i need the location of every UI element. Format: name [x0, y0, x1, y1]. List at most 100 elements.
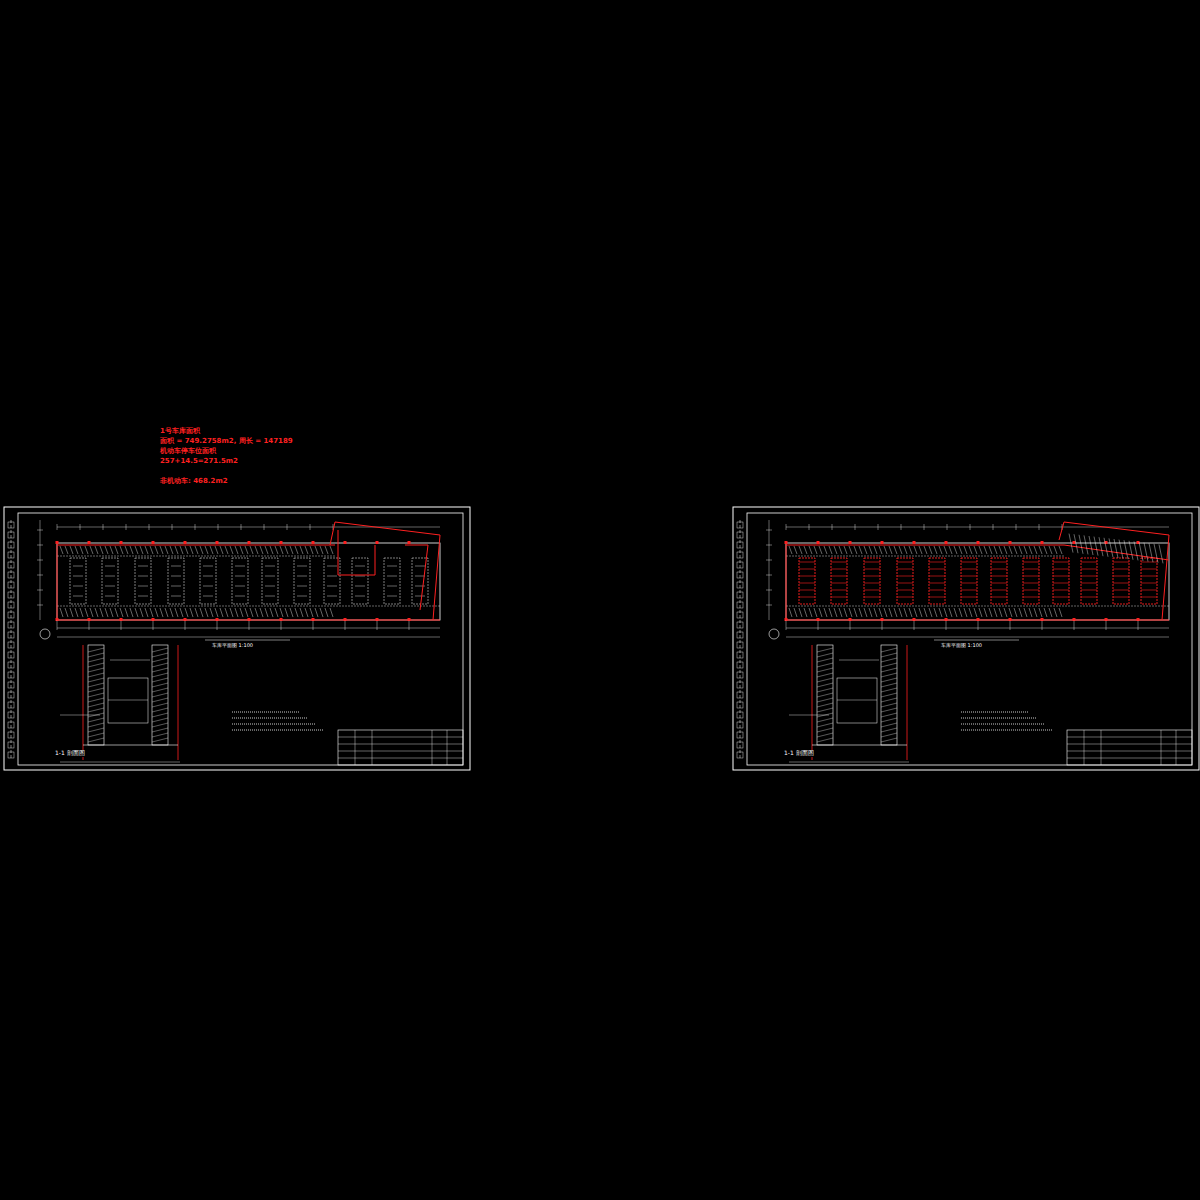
ramp-hatch	[1119, 540, 1123, 559]
section-hatch	[88, 688, 104, 692]
wall-hatch	[205, 608, 208, 617]
strip-mark	[737, 562, 743, 568]
section-wall	[817, 645, 833, 745]
wall-hatch	[874, 546, 877, 554]
bay-mark	[297, 576, 307, 577]
wall-hatch	[824, 608, 827, 617]
wall-hatch	[300, 546, 303, 554]
drawing-title: 车库平面图 1:100	[941, 643, 982, 649]
bay-hatch	[961, 576, 977, 577]
parking-bay	[262, 558, 278, 604]
wall-hatch	[300, 608, 303, 617]
column	[120, 541, 123, 544]
wall-hatch	[90, 608, 93, 617]
strip-mark	[737, 642, 743, 648]
wall-hatch	[964, 546, 967, 554]
bay-mark	[387, 566, 397, 567]
section-hatch	[88, 708, 104, 712]
wall-hatch	[879, 546, 882, 554]
wall-hatch	[1014, 608, 1017, 617]
dimension-tick	[264, 524, 265, 530]
wall-hatch	[230, 608, 233, 617]
dimension-tick	[766, 575, 772, 576]
column	[184, 541, 187, 544]
wall-hatch	[859, 546, 862, 554]
grid-line	[882, 620, 883, 630]
wall-hatch	[899, 608, 902, 617]
parking-bay	[352, 558, 368, 604]
wall-hatch	[255, 608, 258, 617]
wall-hatch	[1004, 546, 1007, 554]
wall-hatch	[315, 608, 318, 617]
wall-hatch	[994, 546, 997, 554]
parking-bay	[897, 558, 913, 604]
wall-hatch	[225, 608, 228, 617]
wall-hatch	[235, 546, 238, 554]
section-hatch	[88, 698, 104, 702]
section-hatch	[817, 658, 833, 662]
bay-hatch	[864, 597, 880, 598]
column	[1041, 541, 1044, 544]
section-hatch	[817, 668, 833, 672]
section-hatch	[88, 723, 104, 727]
section-base	[83, 745, 178, 746]
wall-hatch	[210, 546, 213, 554]
grid-line	[249, 620, 250, 630]
section-hatch	[88, 693, 104, 697]
dimension-tick	[809, 524, 810, 530]
ramp-hatch	[1154, 544, 1158, 563]
wall-hatch	[1039, 546, 1042, 554]
bay-hatch	[961, 590, 977, 591]
bay-hatch	[799, 583, 815, 584]
section-hatch	[881, 728, 897, 732]
section-hatch	[152, 713, 168, 717]
wall-hatch	[944, 608, 947, 617]
wall-hatch	[839, 546, 842, 554]
ramp-hatch	[1069, 534, 1073, 553]
bay-hatch	[929, 576, 945, 577]
section-red-line	[812, 645, 813, 760]
section-hatch	[817, 698, 833, 702]
wall-hatch	[1044, 546, 1047, 554]
section-hatch	[881, 718, 897, 722]
bay-hatch	[1141, 590, 1157, 591]
dimension-line	[60, 762, 180, 763]
section-hatch	[881, 713, 897, 717]
parking-bay	[864, 558, 880, 604]
column	[344, 541, 347, 544]
section-hatch	[817, 673, 833, 677]
section-hatch	[817, 733, 833, 737]
wall-hatch	[974, 608, 977, 617]
ramp-hatch	[1124, 540, 1128, 559]
inner-line	[57, 606, 440, 607]
bay-mark	[297, 586, 307, 587]
wall-hatch	[889, 608, 892, 617]
grid-line	[281, 620, 282, 630]
dimension-tick	[766, 590, 772, 591]
wall-hatch	[265, 546, 268, 554]
parking-bay	[961, 558, 977, 604]
title-block-col	[1101, 730, 1102, 765]
dimension-tick	[172, 524, 173, 530]
wall-hatch	[979, 608, 982, 617]
dimension-tick	[195, 524, 196, 530]
bay-hatch	[1113, 583, 1129, 584]
wall-hatch	[909, 546, 912, 554]
bay-hatch	[799, 562, 815, 563]
dimension-tick	[37, 530, 43, 531]
strip-mark	[737, 542, 743, 548]
wall-hatch	[185, 546, 188, 554]
column	[56, 541, 59, 544]
bay-mark	[235, 576, 245, 577]
area-note: 机动车停车位面积	[160, 448, 216, 456]
bay-hatch	[1081, 569, 1097, 570]
bay-mark	[415, 566, 425, 567]
section-hatch	[817, 723, 833, 727]
wall-hatch	[964, 608, 967, 617]
wall-hatch	[1019, 546, 1022, 554]
section-hatch	[817, 653, 833, 657]
wall-hatch	[879, 608, 882, 617]
wall-hatch	[110, 546, 113, 554]
wall-hatch	[1009, 608, 1012, 617]
